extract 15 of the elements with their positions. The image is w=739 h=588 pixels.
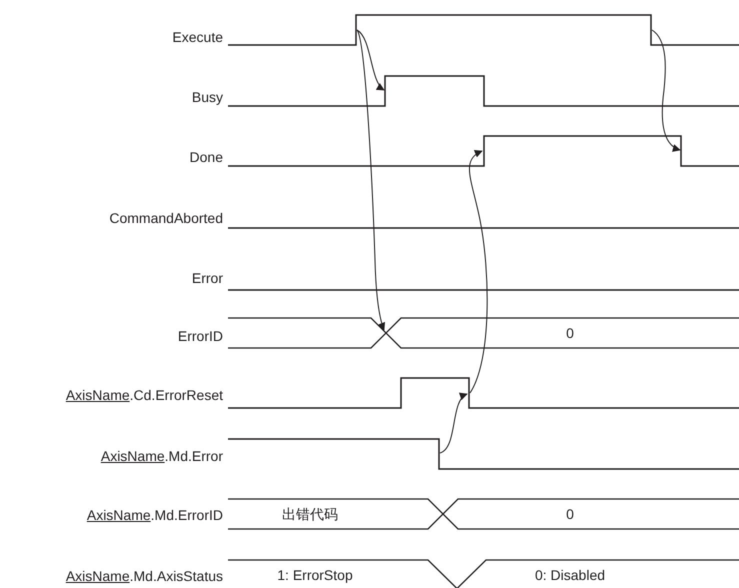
- signal-name: AxisName.Md.Error: [100, 448, 223, 464]
- bus-value: 1: ErrorStop: [277, 567, 353, 583]
- signal-name: Execute: [172, 29, 223, 45]
- signal-name: AxisName.Md.AxisStatus: [66, 568, 223, 584]
- signal-name: Busy: [192, 89, 223, 105]
- bus-value: 出错代码: [282, 506, 338, 522]
- bus-value: 0: [566, 325, 574, 341]
- signal-name: CommandAborted: [109, 210, 223, 226]
- bus-value: 0: [566, 506, 574, 522]
- signal-name: Error: [192, 270, 223, 286]
- signal-name: Done: [190, 149, 223, 165]
- bus-value: 0: Disabled: [534, 567, 606, 583]
- signal-name: AxisName.Cd.ErrorReset: [66, 387, 223, 403]
- signal-name: AxisName.Md.ErrorID: [86, 507, 223, 523]
- signal-name: ErrorID: [178, 328, 223, 344]
